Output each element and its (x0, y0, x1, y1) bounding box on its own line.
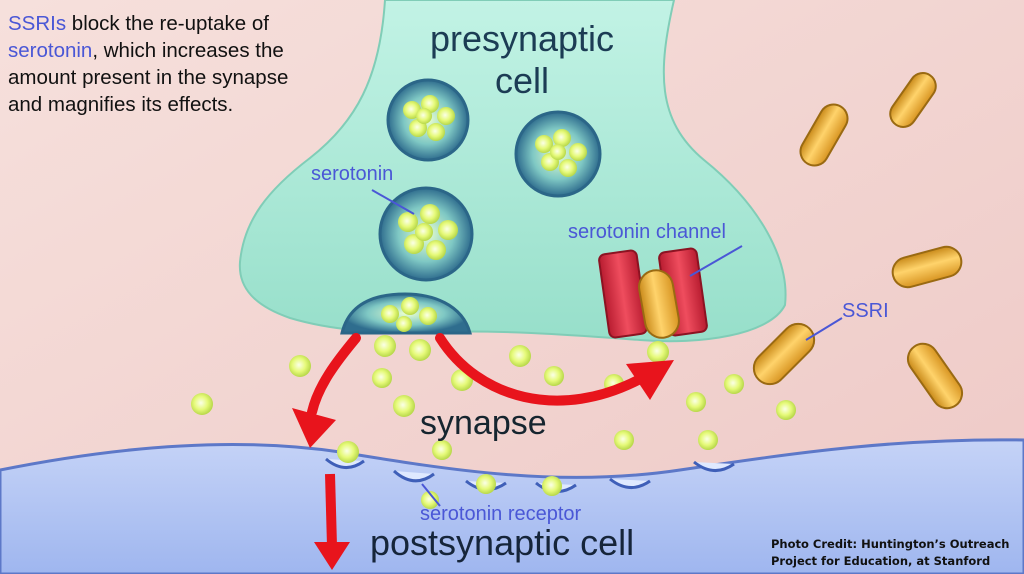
serotonin-molecule (544, 366, 564, 386)
presynaptic-cell-label: presynaptic cell (429, 18, 615, 101)
synapse-label: synapse (420, 404, 547, 442)
signal-arrowhead (314, 542, 350, 570)
serotonin-molecule (647, 341, 669, 363)
serotonin-molecule (393, 395, 415, 417)
serotonin-term: serotonin (8, 39, 93, 62)
vesicle (386, 78, 470, 162)
serotonin-molecule (421, 491, 439, 509)
ssri-pills (752, 72, 964, 410)
serotonin-pointer (371, 189, 415, 215)
serotonin-molecule (374, 335, 396, 357)
serotonin-molecule (776, 400, 796, 420)
serotonin-molecule (614, 430, 634, 450)
intro-text-a: block the re-uptake of (66, 12, 269, 35)
presynaptic-cell (238, 0, 787, 343)
channel-pointer (689, 245, 743, 277)
signal-arrow (325, 473, 337, 547)
ssri-pill (891, 245, 963, 289)
serotonin-channel-label: serotonin channel (568, 221, 726, 243)
serotonin-molecule (686, 392, 706, 412)
serotonin-molecule (432, 440, 452, 460)
serotonin-receptor (609, 477, 651, 489)
vesicle (514, 110, 602, 198)
serotonin-molecule (191, 393, 213, 415)
ssri-pill (889, 72, 937, 128)
serotonin-molecule (289, 355, 311, 377)
serotonin-receptor (693, 460, 735, 472)
photo-credit-line1: Photo Credit: Huntington’s Outreach (771, 537, 1010, 551)
postsynaptic-cell (0, 438, 1024, 574)
flow-arrows (292, 333, 674, 570)
photo-credit-line2: Project for Education, at Stanford (771, 554, 991, 568)
serotonin-receptor (325, 457, 365, 469)
ssri-pill (799, 103, 849, 167)
serotonin-molecule (372, 368, 392, 388)
ssri-pointer (805, 317, 843, 341)
reuptake-arrowhead (626, 360, 674, 400)
serotonin-label: serotonin (311, 163, 394, 185)
serotonin-molecule (337, 441, 359, 463)
serotonin-molecule (542, 476, 562, 496)
synaptic-serotonin (191, 335, 796, 509)
serotonin-receptor-label: serotonin receptor (420, 503, 582, 525)
receptor-pointer (421, 483, 441, 507)
ssri-pill-blocking (638, 269, 680, 339)
intro-text-b: , which increases the amount present in … (8, 39, 289, 116)
ssris-term: SSRIs (8, 12, 67, 35)
serotonin-molecule (724, 374, 744, 394)
serotonin-molecule (509, 345, 531, 367)
ssri-pill (906, 342, 964, 410)
ssri-label: SSRI (842, 300, 889, 322)
postsynaptic-cell-label: postsynaptic cell (370, 522, 635, 563)
vesicle (378, 186, 474, 282)
release-arrowhead (292, 408, 336, 448)
fusing-vesicle (340, 292, 472, 335)
label-pointers (371, 189, 843, 507)
serotonin-receptor (392, 469, 435, 483)
reuptake-arrow (435, 333, 647, 406)
intro-text: SSRIs block the re-uptake of serotonin, … (8, 10, 328, 118)
serotonin-molecule (409, 339, 431, 361)
serotonin-molecule (698, 430, 718, 450)
release-arrow (307, 333, 361, 417)
serotonin-molecule (476, 474, 496, 494)
ssri-pill (752, 322, 816, 386)
